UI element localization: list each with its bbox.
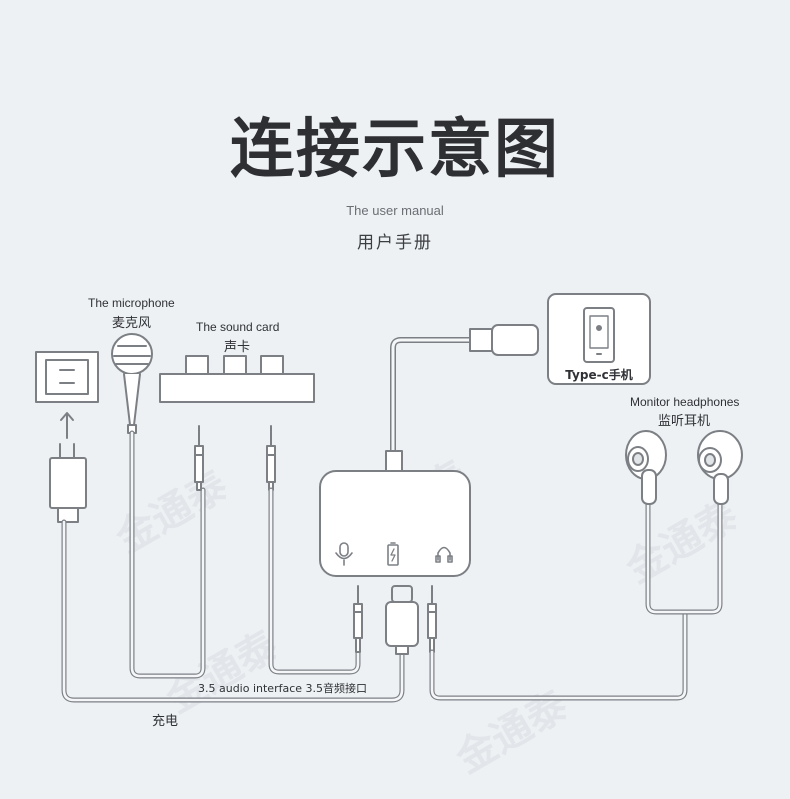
- jack-plug-icon: [353, 585, 363, 653]
- sound-card-icon: [159, 355, 315, 403]
- type-c-plug-icon: [469, 324, 539, 356]
- charging-label: 充电: [152, 714, 179, 729]
- arrow-up-icon: [60, 412, 74, 439]
- microphone-port-icon: [335, 542, 353, 566]
- microphone-cable: [129, 430, 206, 679]
- audio-adapter: [319, 470, 471, 577]
- microphone-label-en: The microphone: [88, 296, 175, 310]
- headphones-label-cn: 监听耳机: [658, 414, 711, 429]
- adapter-cable: [390, 337, 473, 458]
- jack-plug-icon: [194, 425, 204, 491]
- sound-card-label-en: The sound card: [196, 320, 280, 334]
- earbud-left-icon: [625, 430, 667, 505]
- manual-label-en: The user manual: [346, 203, 444, 218]
- audio-interface-label: 3.5 audio interface 3.5音频接口: [198, 682, 368, 695]
- charger-plug-icon: [49, 443, 87, 523]
- headphone-port-icon: [435, 546, 453, 563]
- microphone-icon: [111, 333, 153, 434]
- microphone-label-cn: 麦克风: [112, 316, 152, 331]
- earbud-right-icon: [697, 430, 743, 505]
- headphone-cable: [429, 609, 688, 701]
- type-c-plug-icon: [385, 585, 419, 655]
- manual-label-cn: 用户手册: [357, 233, 433, 253]
- phone-label: Type-c手机: [565, 368, 633, 382]
- phone-card: [547, 293, 651, 385]
- sound-card-label-cn: 声卡: [224, 340, 251, 355]
- charging-port-icon: [387, 542, 399, 566]
- wall-socket-icon: [35, 351, 99, 403]
- jack-plug-icon: [427, 585, 437, 653]
- headphones-label-en: Monitor headphones: [630, 395, 740, 409]
- page-title: 连接示意图: [230, 113, 560, 187]
- jack-plug-icon: [266, 425, 276, 491]
